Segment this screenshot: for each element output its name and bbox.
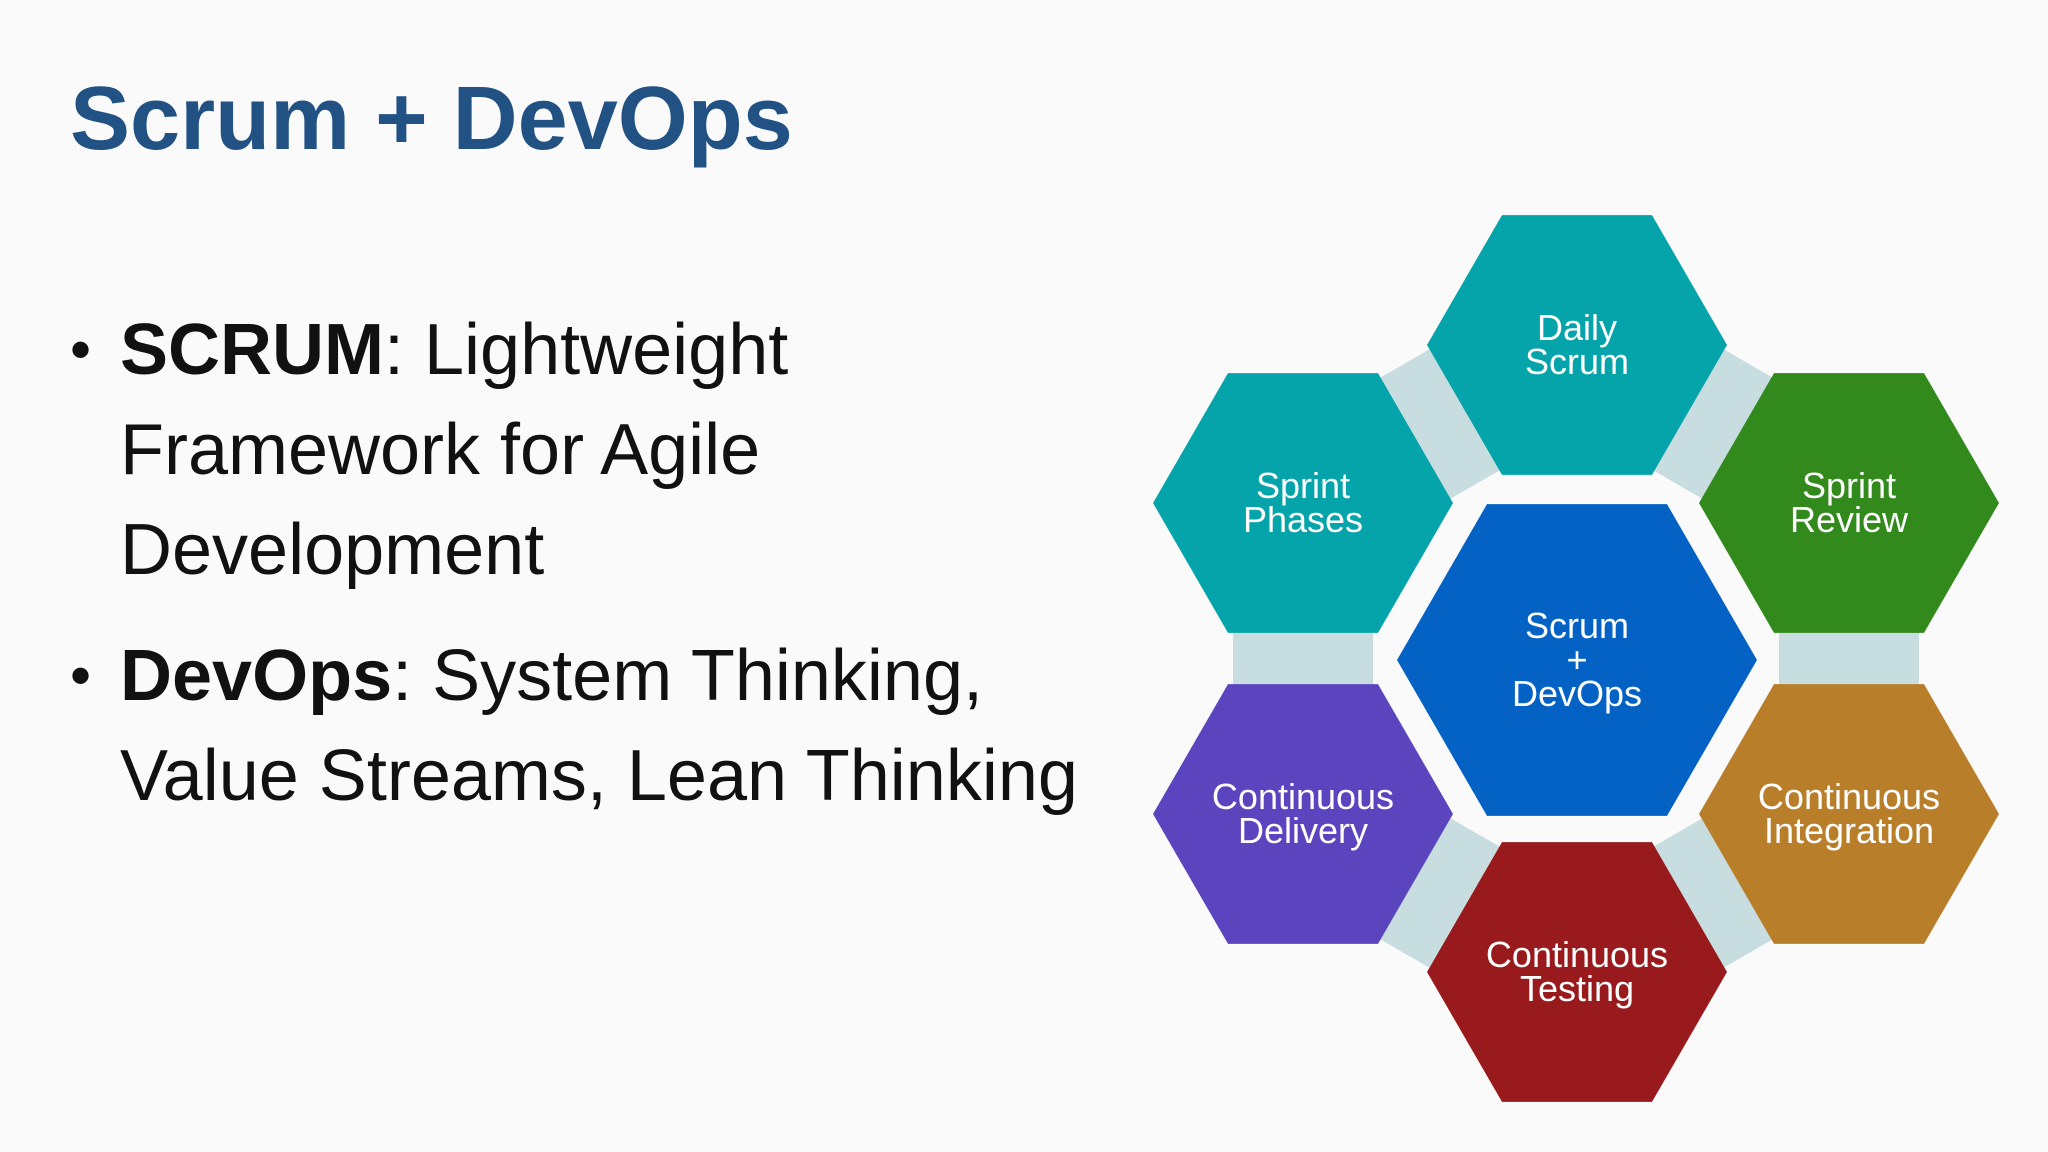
hex-center-label: Scrum bbox=[1525, 605, 1629, 646]
bullet-dot-icon: • bbox=[70, 316, 92, 383]
hex-center-shape bbox=[1397, 504, 1757, 816]
hex-continuous-integration-label: Integration bbox=[1764, 810, 1934, 851]
bullet-text: : Lightweight Framework for Agile Develo… bbox=[120, 310, 789, 590]
hex-daily-scrum-shape bbox=[1427, 215, 1727, 475]
hex-sprint-phases-shape bbox=[1153, 373, 1453, 633]
slide-title: Scrum + DevOps bbox=[70, 69, 793, 169]
hexagon-group: DailyScrumSprintPhasesSprintReviewContin… bbox=[1153, 215, 1999, 1102]
hex-daily-scrum-label: Scrum bbox=[1525, 341, 1629, 382]
hex-center: Scrum+DevOps bbox=[1397, 504, 1757, 816]
hex-sprint-phases-label: Sprint bbox=[1256, 465, 1350, 506]
hex-continuous-testing-label: Testing bbox=[1520, 968, 1634, 1009]
hex-continuous-delivery-shape bbox=[1153, 684, 1453, 944]
hex-sprint-phases-label: Phases bbox=[1243, 499, 1363, 540]
bullet-text: : System Thinking, Value Streams, Lean T… bbox=[120, 636, 1078, 816]
bullet-term: DevOps bbox=[120, 636, 393, 716]
hex-sprint-review-label: Review bbox=[1790, 499, 1909, 540]
bullet-devops: • DevOps: System Thinking, Value Streams… bbox=[70, 626, 1080, 826]
hex-continuous-integration-shape bbox=[1699, 684, 1999, 944]
bullet-dot-icon: • bbox=[70, 642, 92, 709]
hex-continuous-testing-shape bbox=[1427, 842, 1727, 1102]
hex-continuous-integration-label: Continuous bbox=[1758, 776, 1940, 817]
hex-continuous-delivery-label: Delivery bbox=[1238, 810, 1368, 851]
hex-center-label: + bbox=[1566, 639, 1587, 680]
hex-continuous-testing-label: Continuous bbox=[1486, 934, 1668, 975]
bullet-term: SCRUM bbox=[120, 310, 384, 390]
hex-center-label: DevOps bbox=[1512, 673, 1642, 714]
bullet-scrum: • SCRUM: Lightweight Framework for Agile… bbox=[70, 300, 1080, 600]
hex-sprint-review-label: Sprint bbox=[1802, 465, 1896, 506]
hex-sprint-review-shape bbox=[1699, 373, 1999, 633]
hex-continuous-delivery-label: Continuous bbox=[1212, 776, 1394, 817]
hex-daily-scrum-label: Daily bbox=[1537, 307, 1617, 348]
bullet-list: • SCRUM: Lightweight Framework for Agile… bbox=[70, 300, 1080, 852]
